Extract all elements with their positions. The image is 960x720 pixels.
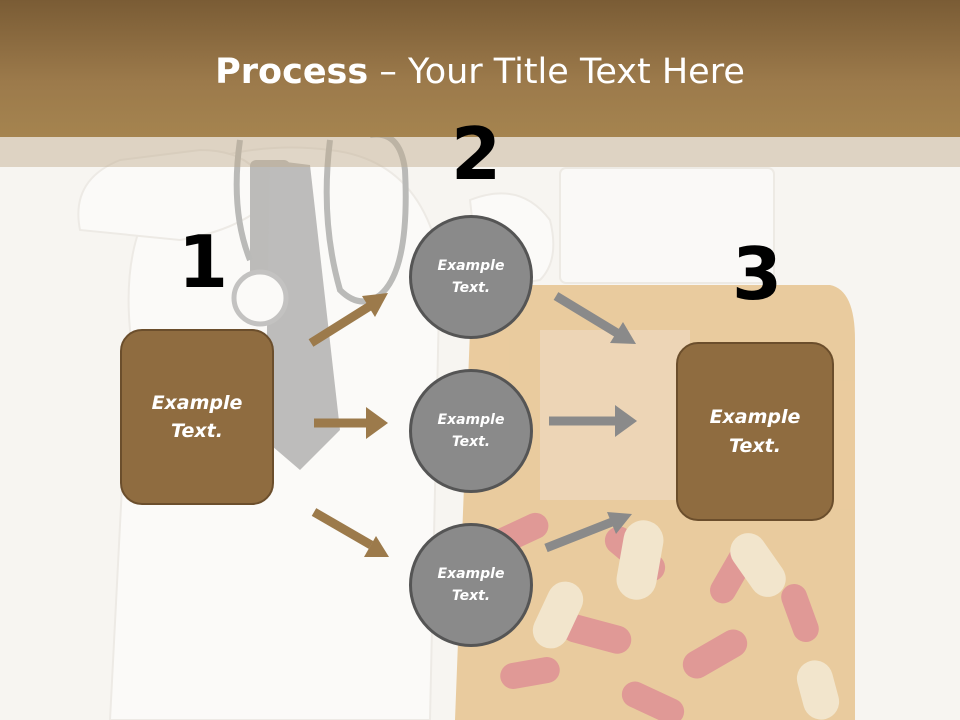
step-1-box: Example Text.	[120, 329, 274, 505]
slide-title: Process – Your Title Text Here	[0, 52, 960, 92]
arrow-2-to-3-top	[553, 292, 620, 337]
title-bold: Process	[215, 52, 369, 92]
title-bar	[0, 0, 960, 137]
step-3-text: Example Text.	[709, 406, 801, 457]
step-2-text-bottom: Example Text.	[437, 565, 505, 604]
step-2-text-middle: Example Text.	[437, 411, 505, 450]
step-2-circle-top: Example Text.	[409, 215, 533, 339]
step-3-number: 3	[732, 232, 783, 316]
title-rest: – Your Title Text Here	[368, 52, 745, 92]
arrow-1-to-2-top	[308, 302, 373, 347]
arrows-gray	[544, 292, 637, 553]
step-2-circle-bottom: Example Text.	[409, 523, 533, 647]
arrow-2-to-3-bottom	[544, 517, 614, 553]
step-2-circle-middle: Example Text.	[409, 369, 533, 493]
step-2-number: 2	[451, 112, 502, 196]
arrows-brown	[308, 293, 389, 557]
title-bar-band	[0, 137, 960, 167]
step-1-number: 1	[178, 220, 229, 304]
step-1-text: Example Text.	[151, 391, 243, 443]
step-2-text-top: Example Text.	[437, 257, 505, 296]
arrow-1-to-2-bottom	[311, 508, 374, 549]
step-3-box: Example Text.	[676, 342, 834, 521]
